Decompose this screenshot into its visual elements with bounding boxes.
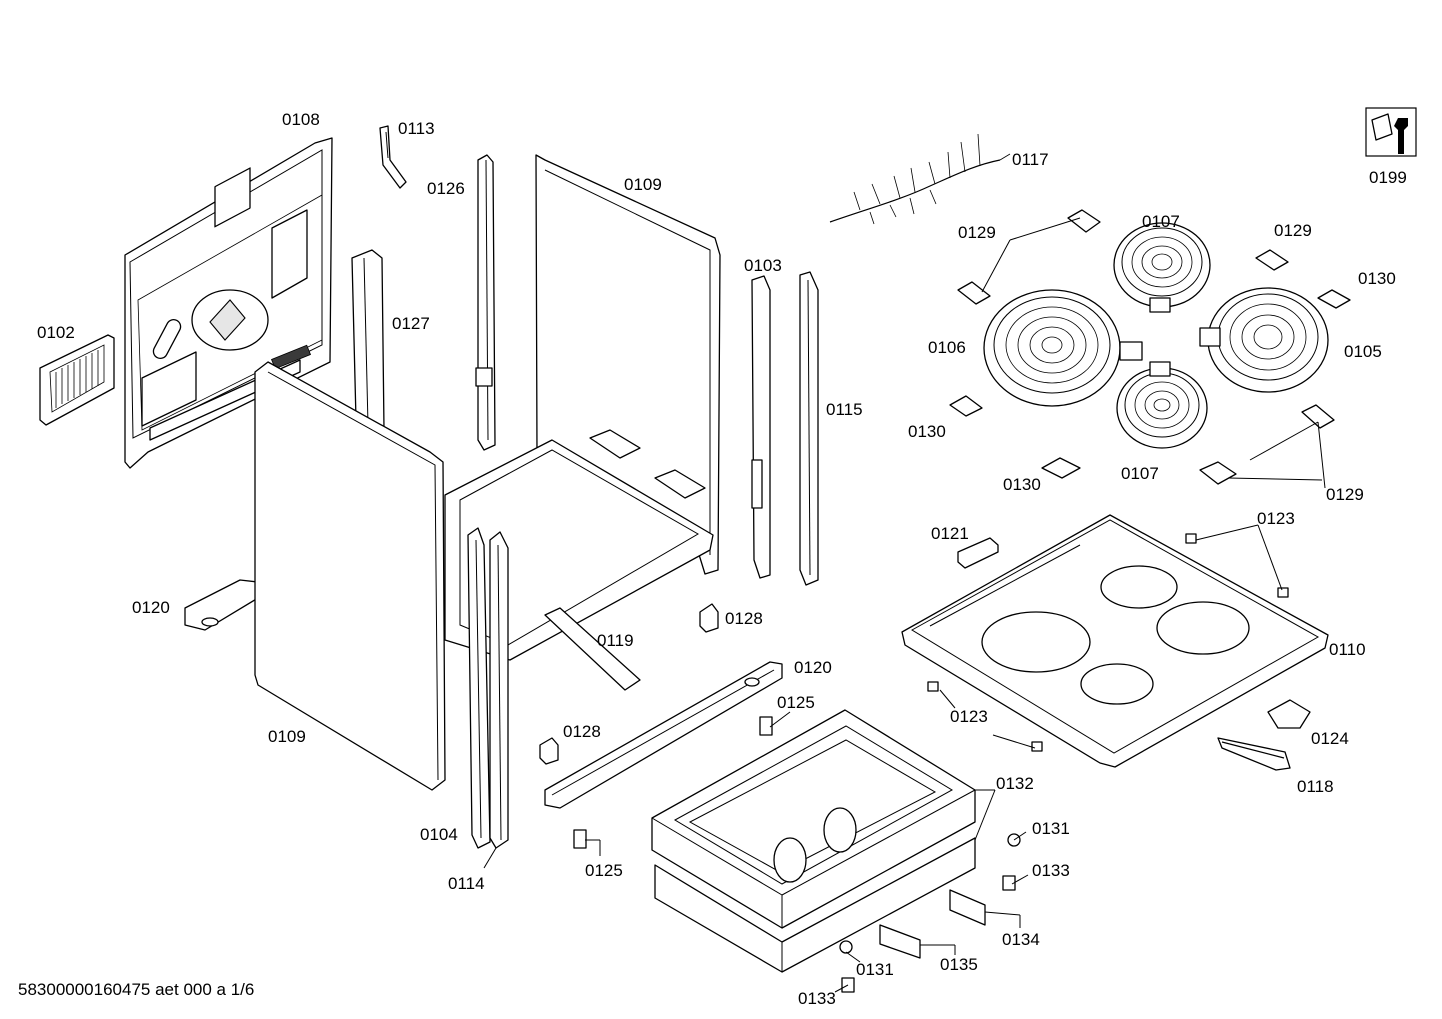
part-0132-plinth-frame-upper <box>651 709 976 929</box>
callout-0126: 0126 <box>427 179 465 198</box>
callout-0129-right: 0129 <box>1274 221 1312 240</box>
part-0131-0133-hardware <box>839 833 1021 993</box>
callout-0120-left: 0120 <box>132 598 170 617</box>
part-0123-fasteners <box>927 533 1289 752</box>
part-0126-rail <box>475 154 496 451</box>
callout-0114: 0114 <box>448 874 485 893</box>
callout-0117: 0117 <box>1012 150 1049 169</box>
part-0109-side-panel-front <box>254 361 446 791</box>
document-id: 58300000160475 aet 000 a 1/6 <box>18 980 255 999</box>
wrench-nut-icon <box>1365 107 1417 157</box>
callout-0133-top: 0133 <box>1032 861 1070 880</box>
callout-0119: 0119 <box>597 631 634 650</box>
callout-0131-bottom: 0131 <box>856 960 894 979</box>
callout-0104: 0104 <box>420 825 458 844</box>
part-0120-rail-left <box>184 579 259 631</box>
part-0113-bracket <box>379 125 407 189</box>
callout-0113: 0113 <box>398 119 435 138</box>
callout-0109: 0109 <box>624 175 662 194</box>
callout-0128-bottom: 0128 <box>563 722 601 741</box>
callout-0128-top: 0128 <box>725 609 763 628</box>
part-0124-bracket <box>1267 699 1311 729</box>
callout-0129-left: 0129 <box>958 223 996 242</box>
part-0127-rail <box>351 249 385 437</box>
callout-0123-bottom: 0123 <box>950 707 988 726</box>
callout-0130-bottom: 0130 <box>1003 475 1041 494</box>
part-0104-strip <box>467 527 491 849</box>
part-0115-strip <box>799 271 819 586</box>
callout-0106: 0106 <box>928 338 966 357</box>
callout-0134: 0134 <box>1002 930 1040 949</box>
callout-0108: 0108 <box>282 110 320 129</box>
part-0105-element-right <box>1199 287 1329 393</box>
callout-0132: 0132 <box>996 774 1034 793</box>
callout-0103: 0103 <box>744 256 782 275</box>
part-0118-terminal <box>1217 737 1291 771</box>
part-0121-clip <box>957 537 999 569</box>
callout-0125-bottom: 0125 <box>585 861 623 880</box>
part-0134-0135-brackets <box>879 889 986 959</box>
part-0106-element-large <box>983 289 1143 407</box>
callout-0199: 0199 <box>1369 168 1407 187</box>
callout-0129-bottom: 0129 <box>1326 485 1364 504</box>
part-0128-clips <box>539 603 719 765</box>
callout-0121: 0121 <box>931 524 969 543</box>
part-0117-wiring-harness <box>829 133 1011 225</box>
callout-0131-top: 0131 <box>1032 819 1070 838</box>
callout-0127: 0127 <box>392 314 430 333</box>
part-0132-plinth-frame-lower <box>654 837 976 973</box>
callout-0115: 0115 <box>826 400 863 419</box>
callout-0130-right: 0130 <box>1358 269 1396 288</box>
part-0120-rail-right <box>544 661 783 809</box>
callout-0133-bottom: 0133 <box>798 989 836 1008</box>
callout-0135: 0135 <box>940 955 978 974</box>
leader-lines <box>483 217 1326 993</box>
callout-0102: 0102 <box>37 323 75 342</box>
callout-0118: 0118 <box>1297 777 1334 796</box>
part-base-tray <box>444 429 714 691</box>
part-0103-strip <box>751 275 771 579</box>
callout-0109-front: 0109 <box>268 727 306 746</box>
callout-labels: 0108 0113 0126 0109 0117 0199 0102 0127 … <box>37 110 1407 1008</box>
part-0107-element-bottom <box>1116 361 1208 449</box>
callout-0123-top: 0123 <box>1257 509 1295 528</box>
callout-0105: 0105 <box>1344 342 1382 361</box>
callout-0124: 0124 <box>1311 729 1349 748</box>
callout-0107-top: 0107 <box>1142 212 1180 231</box>
callout-0120-right: 0120 <box>794 658 832 677</box>
part-0114-strip <box>489 531 509 849</box>
part-0102-vent-grille <box>39 334 115 426</box>
callout-0107-bottom: 0107 <box>1121 464 1159 483</box>
part-hob-clips <box>949 209 1351 485</box>
callout-0110: 0110 <box>1329 640 1366 659</box>
callout-0130-left: 0130 <box>908 422 946 441</box>
callout-0125-top: 0125 <box>777 693 815 712</box>
part-0107-element-top <box>1113 222 1211 313</box>
part-0110-cooktop <box>901 514 1329 768</box>
